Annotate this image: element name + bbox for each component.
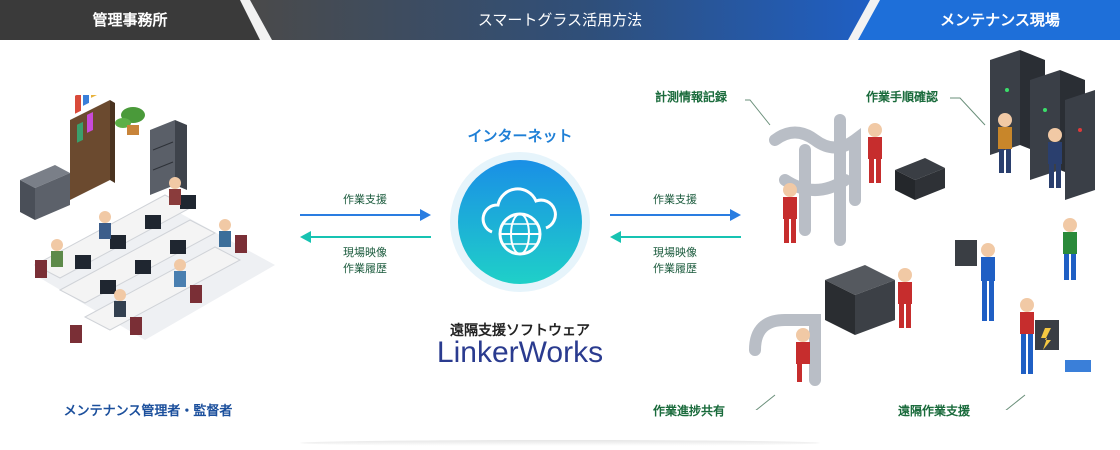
left-arrows	[300, 209, 431, 243]
field-illustration	[745, 50, 1095, 410]
banner-center-segment	[250, 0, 870, 40]
label-measurement-record: 計測情報記録	[655, 90, 728, 104]
banner-left-segment	[0, 0, 260, 40]
server-rack-icon	[990, 50, 1095, 200]
cloud-globe-icon	[450, 152, 590, 292]
bottom-shadow	[300, 440, 820, 446]
office-caption: メンテナンス管理者・監督者	[63, 404, 233, 419]
electrical-panel-icon	[955, 240, 1059, 350]
office-illustration	[20, 95, 275, 343]
hub-title: インターネット	[467, 127, 573, 145]
operator-icon	[51, 177, 231, 317]
right-history-label: 作業履歴	[653, 262, 697, 275]
banner-left-label: 管理事務所	[92, 11, 168, 29]
left-video-label: 現場映像	[343, 246, 387, 259]
file-cabinet-icon	[150, 120, 187, 195]
banner-right-label: メンテナンス現場	[940, 11, 1060, 29]
left-support-label: 作業支援	[343, 193, 387, 206]
top-banner	[0, 0, 1120, 40]
hub-subtitle: 遠隔支援ソフトウェア	[450, 323, 590, 339]
worker-icon	[783, 113, 1077, 382]
toolbox-icon	[895, 158, 945, 200]
label-progress-share: 作業進捗共有	[653, 404, 726, 418]
generator-icon	[825, 265, 895, 335]
right-support-label: 作業支援	[653, 193, 697, 206]
plant-icon	[115, 107, 145, 135]
label-remote-support: 遠隔作業支援	[898, 404, 971, 418]
label-procedure-check: 作業手順確認	[866, 90, 939, 104]
printer-icon	[20, 165, 70, 220]
bookshelf-icon	[70, 95, 115, 200]
right-arrows	[610, 209, 741, 243]
monitor-icon	[75, 195, 196, 294]
banner-center-label: スマートグラス活用方法	[477, 11, 643, 29]
product-logo: LinkerWorks	[436, 336, 604, 369]
banner-right-segment	[858, 0, 1120, 40]
tool-case-icon	[1065, 360, 1091, 372]
left-history-label: 作業履歴	[343, 262, 387, 275]
right-video-label: 現場映像	[653, 246, 697, 259]
chair-icon	[35, 235, 247, 343]
